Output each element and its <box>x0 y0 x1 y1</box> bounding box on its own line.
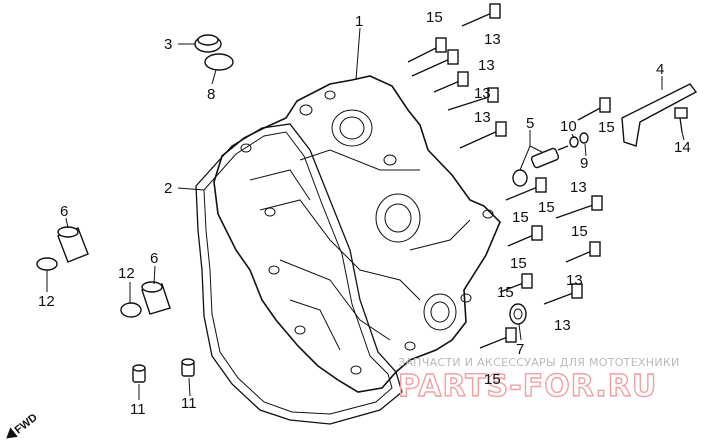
callout-13-b: 13 <box>478 57 495 74</box>
bolt-13-lower <box>543 283 583 305</box>
callout-6-left: 6 <box>60 203 68 220</box>
callout-12-mid: 12 <box>118 265 135 282</box>
bolt-13-top <box>461 3 501 27</box>
callout-13-g: 13 <box>566 272 583 289</box>
o-ring <box>204 53 234 71</box>
callout-13-f: 13 <box>554 317 571 334</box>
dowel-pin-right <box>181 358 195 377</box>
callout-11-left: 11 <box>130 401 146 418</box>
callout-15-d: 15 <box>512 209 529 226</box>
callout-1: 1 <box>355 13 363 30</box>
callout-15-b: 15 <box>598 119 615 136</box>
callout-15-c: 15 <box>538 199 555 216</box>
bolt-13-mid3 <box>459 121 507 149</box>
watermark-tagline: ЗАПЧАСТИ И АКСЕССУАРЫ ДЛЯ МОТОТЕХНИКИ <box>398 356 680 369</box>
callout-15-e: 15 <box>571 223 588 240</box>
oil-seal <box>509 303 527 325</box>
crankcase-cover <box>213 75 501 393</box>
bolt-13-upper <box>411 49 459 77</box>
dowel-sleeve-lower <box>141 281 171 315</box>
callout-12-left: 12 <box>38 293 55 310</box>
bolt-15-bottom <box>479 327 517 349</box>
watermark: ЗАПЧАСТИ И АКСЕССУАРЫ ДЛЯ МОТОТЕХНИКИ PA… <box>397 356 680 405</box>
bolt-15-right2 <box>505 177 547 201</box>
callout-15-f: 15 <box>510 255 527 272</box>
o-ring-left-upper <box>36 257 58 271</box>
bolt-15-right5 <box>499 273 533 293</box>
washer-10 <box>569 136 579 148</box>
fwd-label: FWD <box>13 412 40 437</box>
callout-15-a: 15 <box>426 9 443 26</box>
cover-gasket <box>195 123 403 425</box>
bolt-15-right4 <box>565 241 601 263</box>
callout-2: 2 <box>164 180 172 197</box>
callout-8: 8 <box>207 86 215 103</box>
callout-11-right: 11 <box>181 395 197 412</box>
bracket-bolt <box>674 107 688 133</box>
leader-lines <box>46 27 685 400</box>
bolt-15-right3 <box>507 225 543 247</box>
callout-10: 10 <box>560 118 577 135</box>
callout-7: 7 <box>516 341 524 358</box>
dowel-pin-left <box>132 364 146 383</box>
callout-6-mid: 6 <box>150 250 158 267</box>
dowel-sleeve-upper <box>57 226 89 263</box>
callout-5: 5 <box>526 115 534 132</box>
sensor-switch <box>530 145 569 169</box>
bracket <box>621 83 698 147</box>
callout-3: 3 <box>164 36 172 53</box>
callout-15-g: 15 <box>484 371 501 388</box>
callout-14: 14 <box>674 139 691 156</box>
callout-4: 4 <box>656 61 664 78</box>
bolt-15-top <box>407 37 447 63</box>
oil-plug <box>194 34 222 53</box>
washer-9 <box>579 132 589 144</box>
callout-numbers: 1 2 3 8 4 5 10 9 14 6 12 12 6 11 11 7 15… <box>38 9 691 418</box>
bolt-13-mid2 <box>447 87 499 111</box>
callout-13-e: 13 <box>570 179 587 196</box>
fwd-indicator: FWD <box>6 412 40 439</box>
fwd-arrow-icon <box>6 427 18 439</box>
callout-15-h: 15 <box>497 284 514 301</box>
sensor-washer <box>512 169 528 187</box>
bolt-15-right1 <box>577 97 611 121</box>
callout-13-c: 13 <box>474 85 491 102</box>
bolt-13-right <box>555 195 603 219</box>
callout-9: 9 <box>580 155 588 172</box>
watermark-logo: PARTS-FOR.RU <box>398 369 657 404</box>
callout-13-d: 13 <box>474 109 491 126</box>
callout-13-a: 13 <box>484 31 501 48</box>
o-ring-left-lower <box>120 302 142 318</box>
bolt-13-mid <box>433 71 469 93</box>
